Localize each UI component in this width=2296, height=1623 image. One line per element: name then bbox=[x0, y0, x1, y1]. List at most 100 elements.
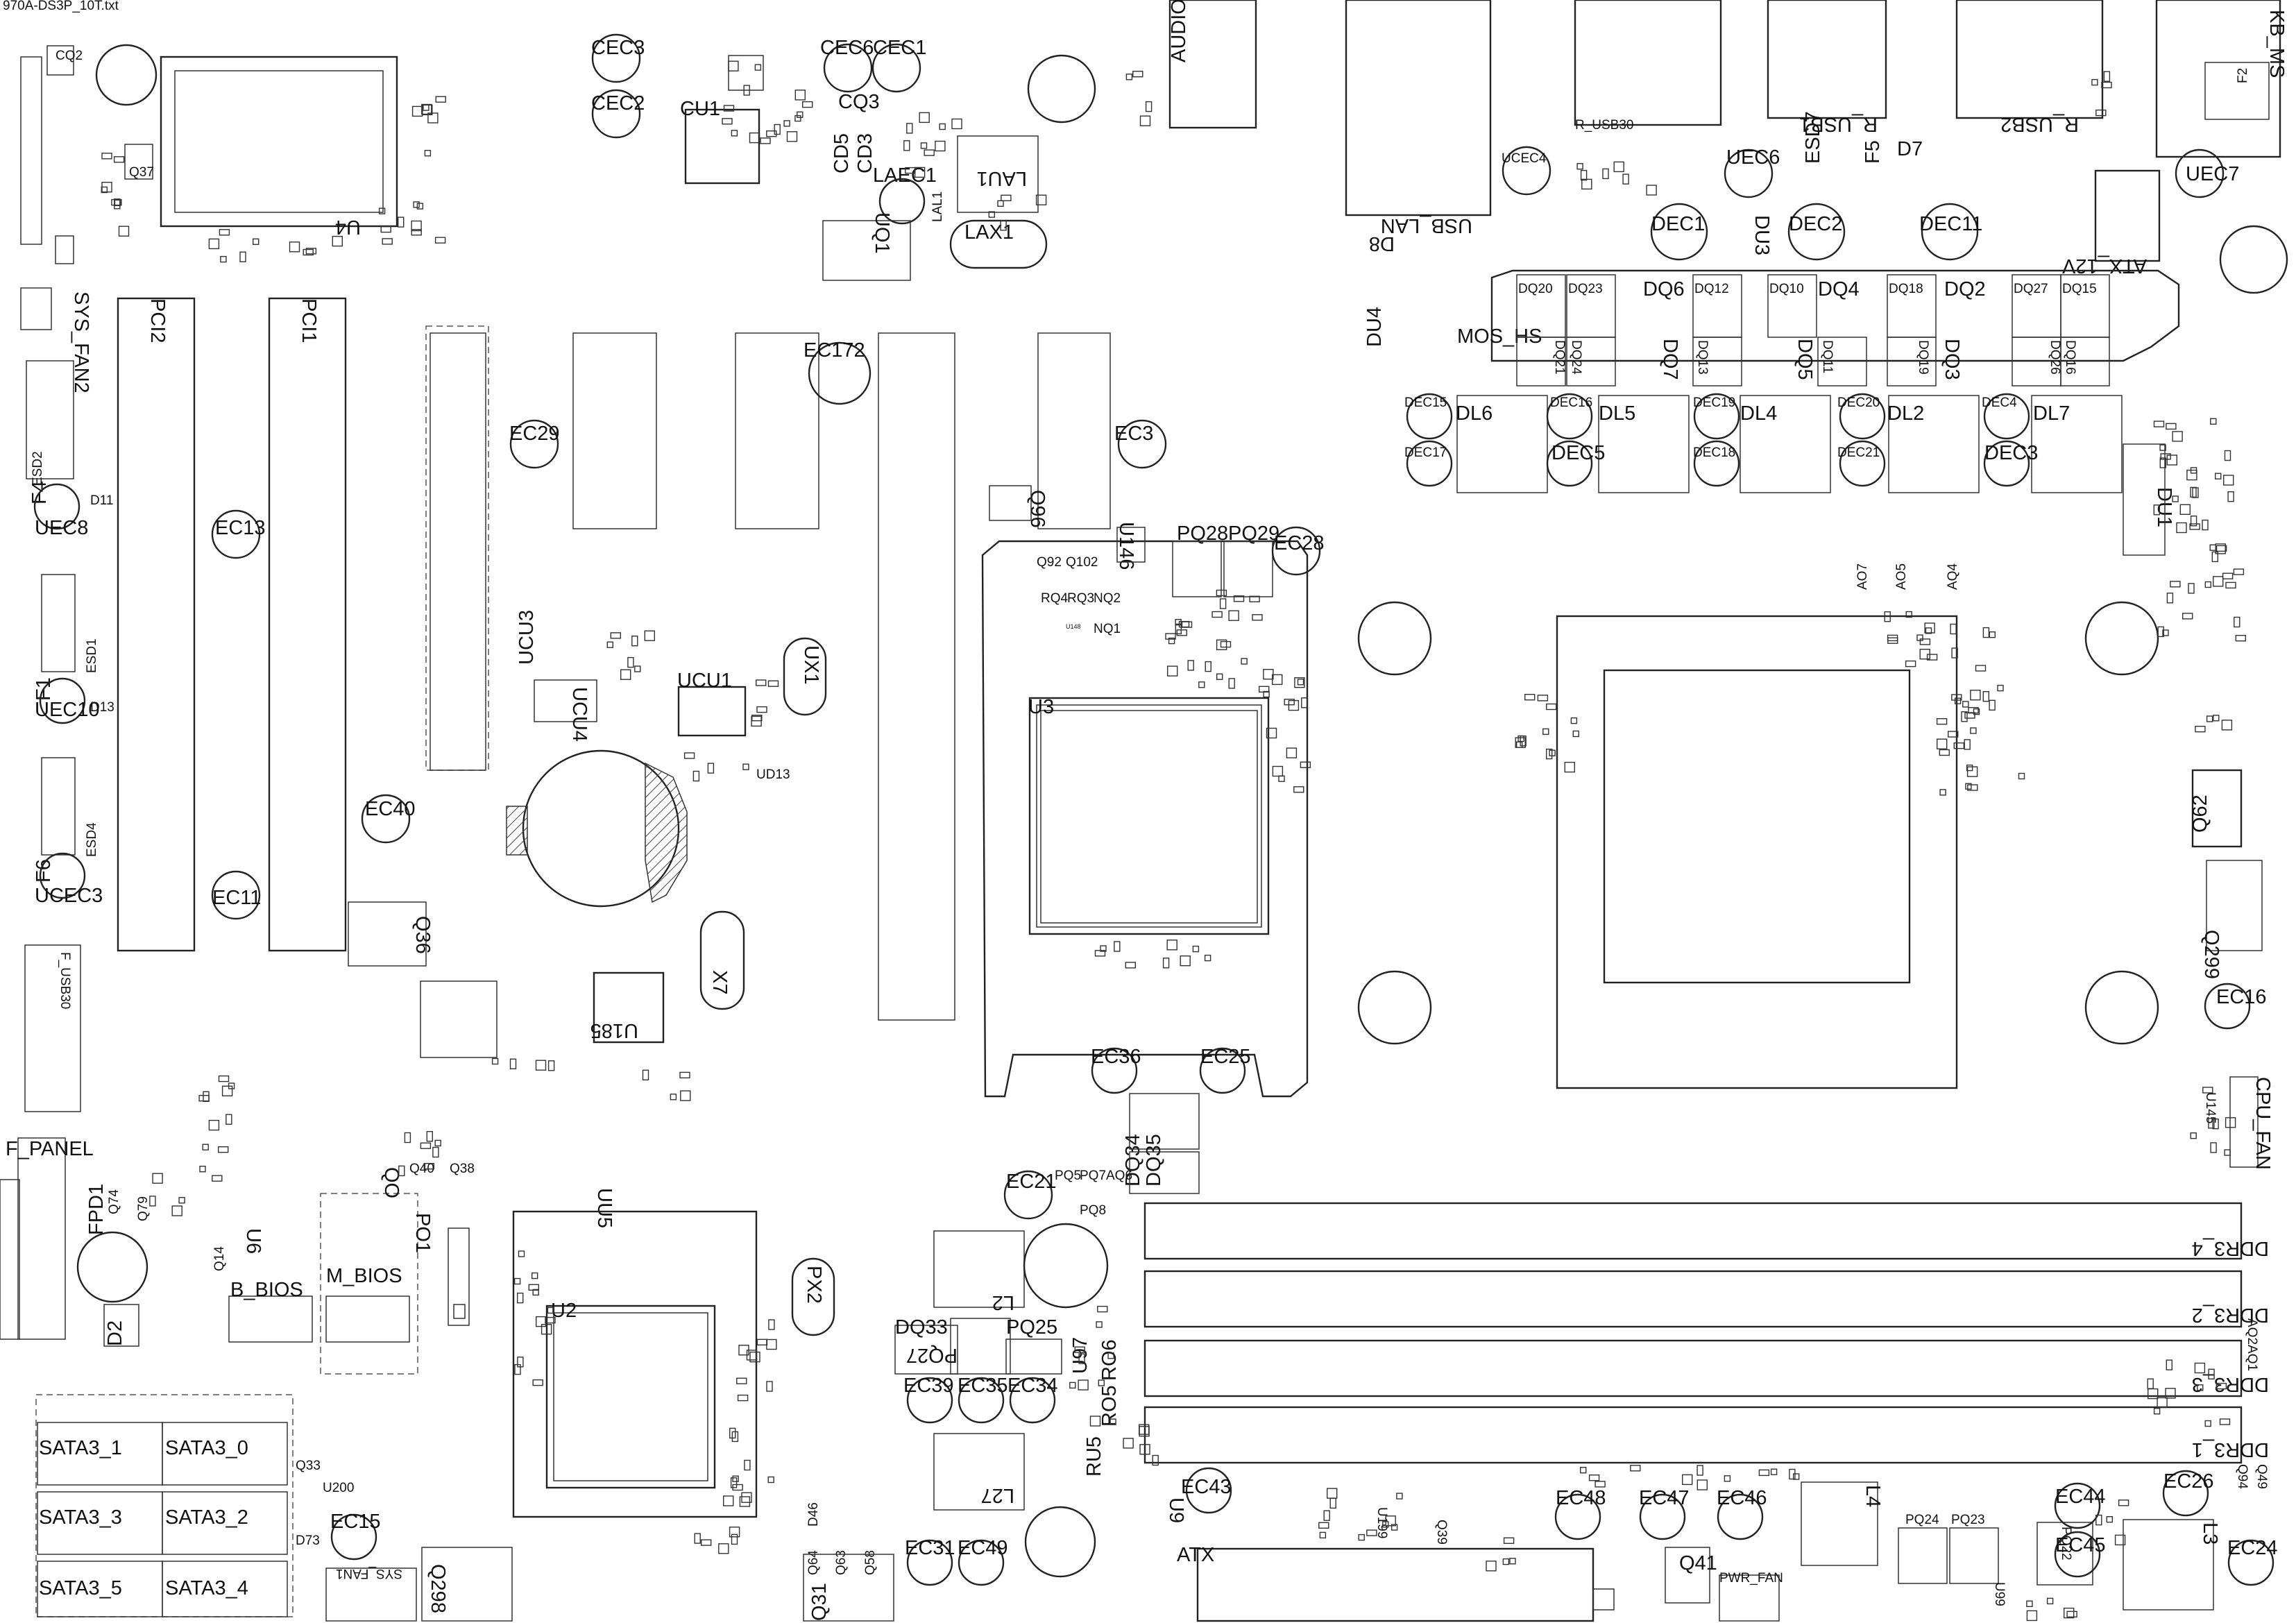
chip-q62 bbox=[2191, 769, 2243, 848]
smd-pad bbox=[411, 105, 423, 117]
smd-pad bbox=[435, 96, 446, 103]
smd-pad bbox=[749, 1351, 760, 1363]
smd-pad bbox=[1939, 789, 1946, 796]
ec29-label: EC29 bbox=[509, 423, 560, 445]
smd-pad bbox=[755, 679, 767, 686]
smd-pad bbox=[382, 238, 393, 245]
chip-u2-area bbox=[512, 1210, 758, 1518]
mos-hs-label: MOS_HS bbox=[1457, 325, 1542, 348]
smd-pad bbox=[2166, 423, 2177, 430]
f5-label: F5 bbox=[1862, 140, 1884, 164]
capacitor-ec21 bbox=[1003, 1170, 1053, 1220]
smd-pad bbox=[1293, 786, 1304, 793]
smd-pad bbox=[903, 140, 910, 151]
smd-pad bbox=[2189, 523, 2200, 530]
smd-pad bbox=[2192, 487, 2199, 498]
f2-label: F2 bbox=[2236, 68, 2250, 83]
crystal-ux1 bbox=[783, 637, 827, 716]
smd-pad bbox=[2215, 543, 2226, 554]
smd-pad bbox=[218, 1146, 229, 1153]
smd-pad bbox=[1114, 941, 1121, 952]
smd-pad bbox=[1697, 1465, 1703, 1476]
ao5-label: AO5 bbox=[1894, 563, 1909, 590]
sata3-1-label: SATA3_1 bbox=[39, 1437, 122, 1459]
dec18-label: DEC18 bbox=[1693, 445, 1735, 460]
capacitor-ec43 bbox=[1185, 1467, 1232, 1514]
inductor-l2 bbox=[1023, 1223, 1109, 1309]
smd-pad bbox=[398, 216, 405, 228]
cpu-socket-core bbox=[1603, 669, 1911, 984]
u199-label: U199 bbox=[1375, 1507, 1389, 1538]
smd-pad bbox=[303, 248, 314, 256]
ec21-label: EC21 bbox=[1006, 1171, 1057, 1193]
pq8-label: PQ8 bbox=[1080, 1203, 1106, 1218]
smd-pad bbox=[1001, 194, 1012, 201]
smd-pad bbox=[404, 1132, 411, 1144]
smd-pad bbox=[2166, 1359, 2173, 1370]
smd-pad bbox=[378, 207, 386, 214]
smd-pad bbox=[2211, 551, 2219, 563]
smd-pad bbox=[1219, 598, 1227, 609]
r-usb2-jack bbox=[1955, 0, 2104, 119]
smd-pad bbox=[634, 665, 641, 672]
ucec4-label: UCEC4 bbox=[1502, 151, 1547, 166]
capacitor-dec19 bbox=[1693, 393, 1740, 440]
q102-label: Q102 bbox=[1066, 555, 1098, 570]
du1-label: DU1 bbox=[2153, 487, 2175, 527]
capacitor-dec11 bbox=[1921, 203, 1979, 261]
smd-pad bbox=[2091, 78, 2098, 86]
smd-pad bbox=[2224, 1149, 2231, 1156]
mount-hole-ne bbox=[2219, 225, 2288, 294]
dq33-label: DQ33 bbox=[895, 1316, 948, 1339]
usb-lan-jack bbox=[1345, 0, 1492, 216]
capacitor-dec15 bbox=[1406, 393, 1453, 440]
f-usb30-label: F_USB30 bbox=[58, 952, 72, 1009]
atx-12v-connector bbox=[2094, 169, 2161, 262]
smd-pad bbox=[1228, 610, 1239, 621]
sata3-0-label: SATA3_0 bbox=[165, 1437, 248, 1459]
chip-u185 bbox=[593, 971, 665, 1044]
ux1-label: UX1 bbox=[800, 645, 822, 684]
u146-label: U146 bbox=[1115, 522, 1137, 570]
smd-pad bbox=[741, 1492, 752, 1503]
cu1-label: CU1 bbox=[680, 98, 720, 120]
smd-pad bbox=[2103, 71, 2111, 82]
fpd1-label: FPD1 bbox=[85, 1184, 108, 1235]
smd-pad bbox=[2166, 454, 2178, 466]
smd-pad bbox=[935, 140, 946, 152]
smd-pad bbox=[2063, 1607, 2075, 1619]
smd-pad bbox=[332, 235, 343, 247]
smd-pad bbox=[1724, 1475, 1731, 1482]
smd-pad bbox=[289, 241, 300, 253]
smd-pad bbox=[1266, 727, 1277, 739]
q14-label: Q14 bbox=[212, 1246, 227, 1271]
cd3-label: CD3 bbox=[854, 133, 876, 173]
dec1-label: DEC1 bbox=[1651, 213, 1705, 235]
smd-pad bbox=[1249, 595, 1260, 602]
dq16-label: DQ16 bbox=[2063, 340, 2077, 375]
smd-pad bbox=[1323, 1510, 1330, 1521]
smd-pad bbox=[2194, 1362, 2206, 1374]
ec11-label: EC11 bbox=[212, 887, 261, 909]
smd-pad bbox=[2208, 1368, 2215, 1380]
smd-pad bbox=[2219, 1418, 2231, 1425]
smd-pad bbox=[1089, 1416, 1101, 1427]
r-usb30-jack bbox=[1574, 0, 1722, 126]
smd-pad bbox=[1300, 761, 1311, 768]
q36-label: Q36 bbox=[411, 916, 434, 954]
dl5-label: DL5 bbox=[1599, 402, 1635, 425]
ru5-label: RU5 bbox=[1083, 1436, 1105, 1477]
ec45-label: EC45 bbox=[2055, 1534, 2106, 1556]
smd-pad bbox=[1366, 1529, 1377, 1536]
uec8-label: UEC8 bbox=[35, 517, 88, 539]
smd-pad bbox=[434, 237, 446, 244]
smd-pad bbox=[2210, 1142, 2217, 1153]
ec3-label: EC3 bbox=[1114, 423, 1153, 445]
capacitor-ec45 bbox=[2054, 1531, 2101, 1578]
smd-pad bbox=[729, 1427, 736, 1439]
uq1-label: UQ1 bbox=[871, 212, 893, 254]
dq15-label: DQ15 bbox=[2062, 282, 2097, 296]
u97-label: U97 bbox=[1069, 1337, 1091, 1374]
u9-label: U9 bbox=[1165, 1497, 1187, 1523]
smd-pad bbox=[742, 763, 749, 770]
